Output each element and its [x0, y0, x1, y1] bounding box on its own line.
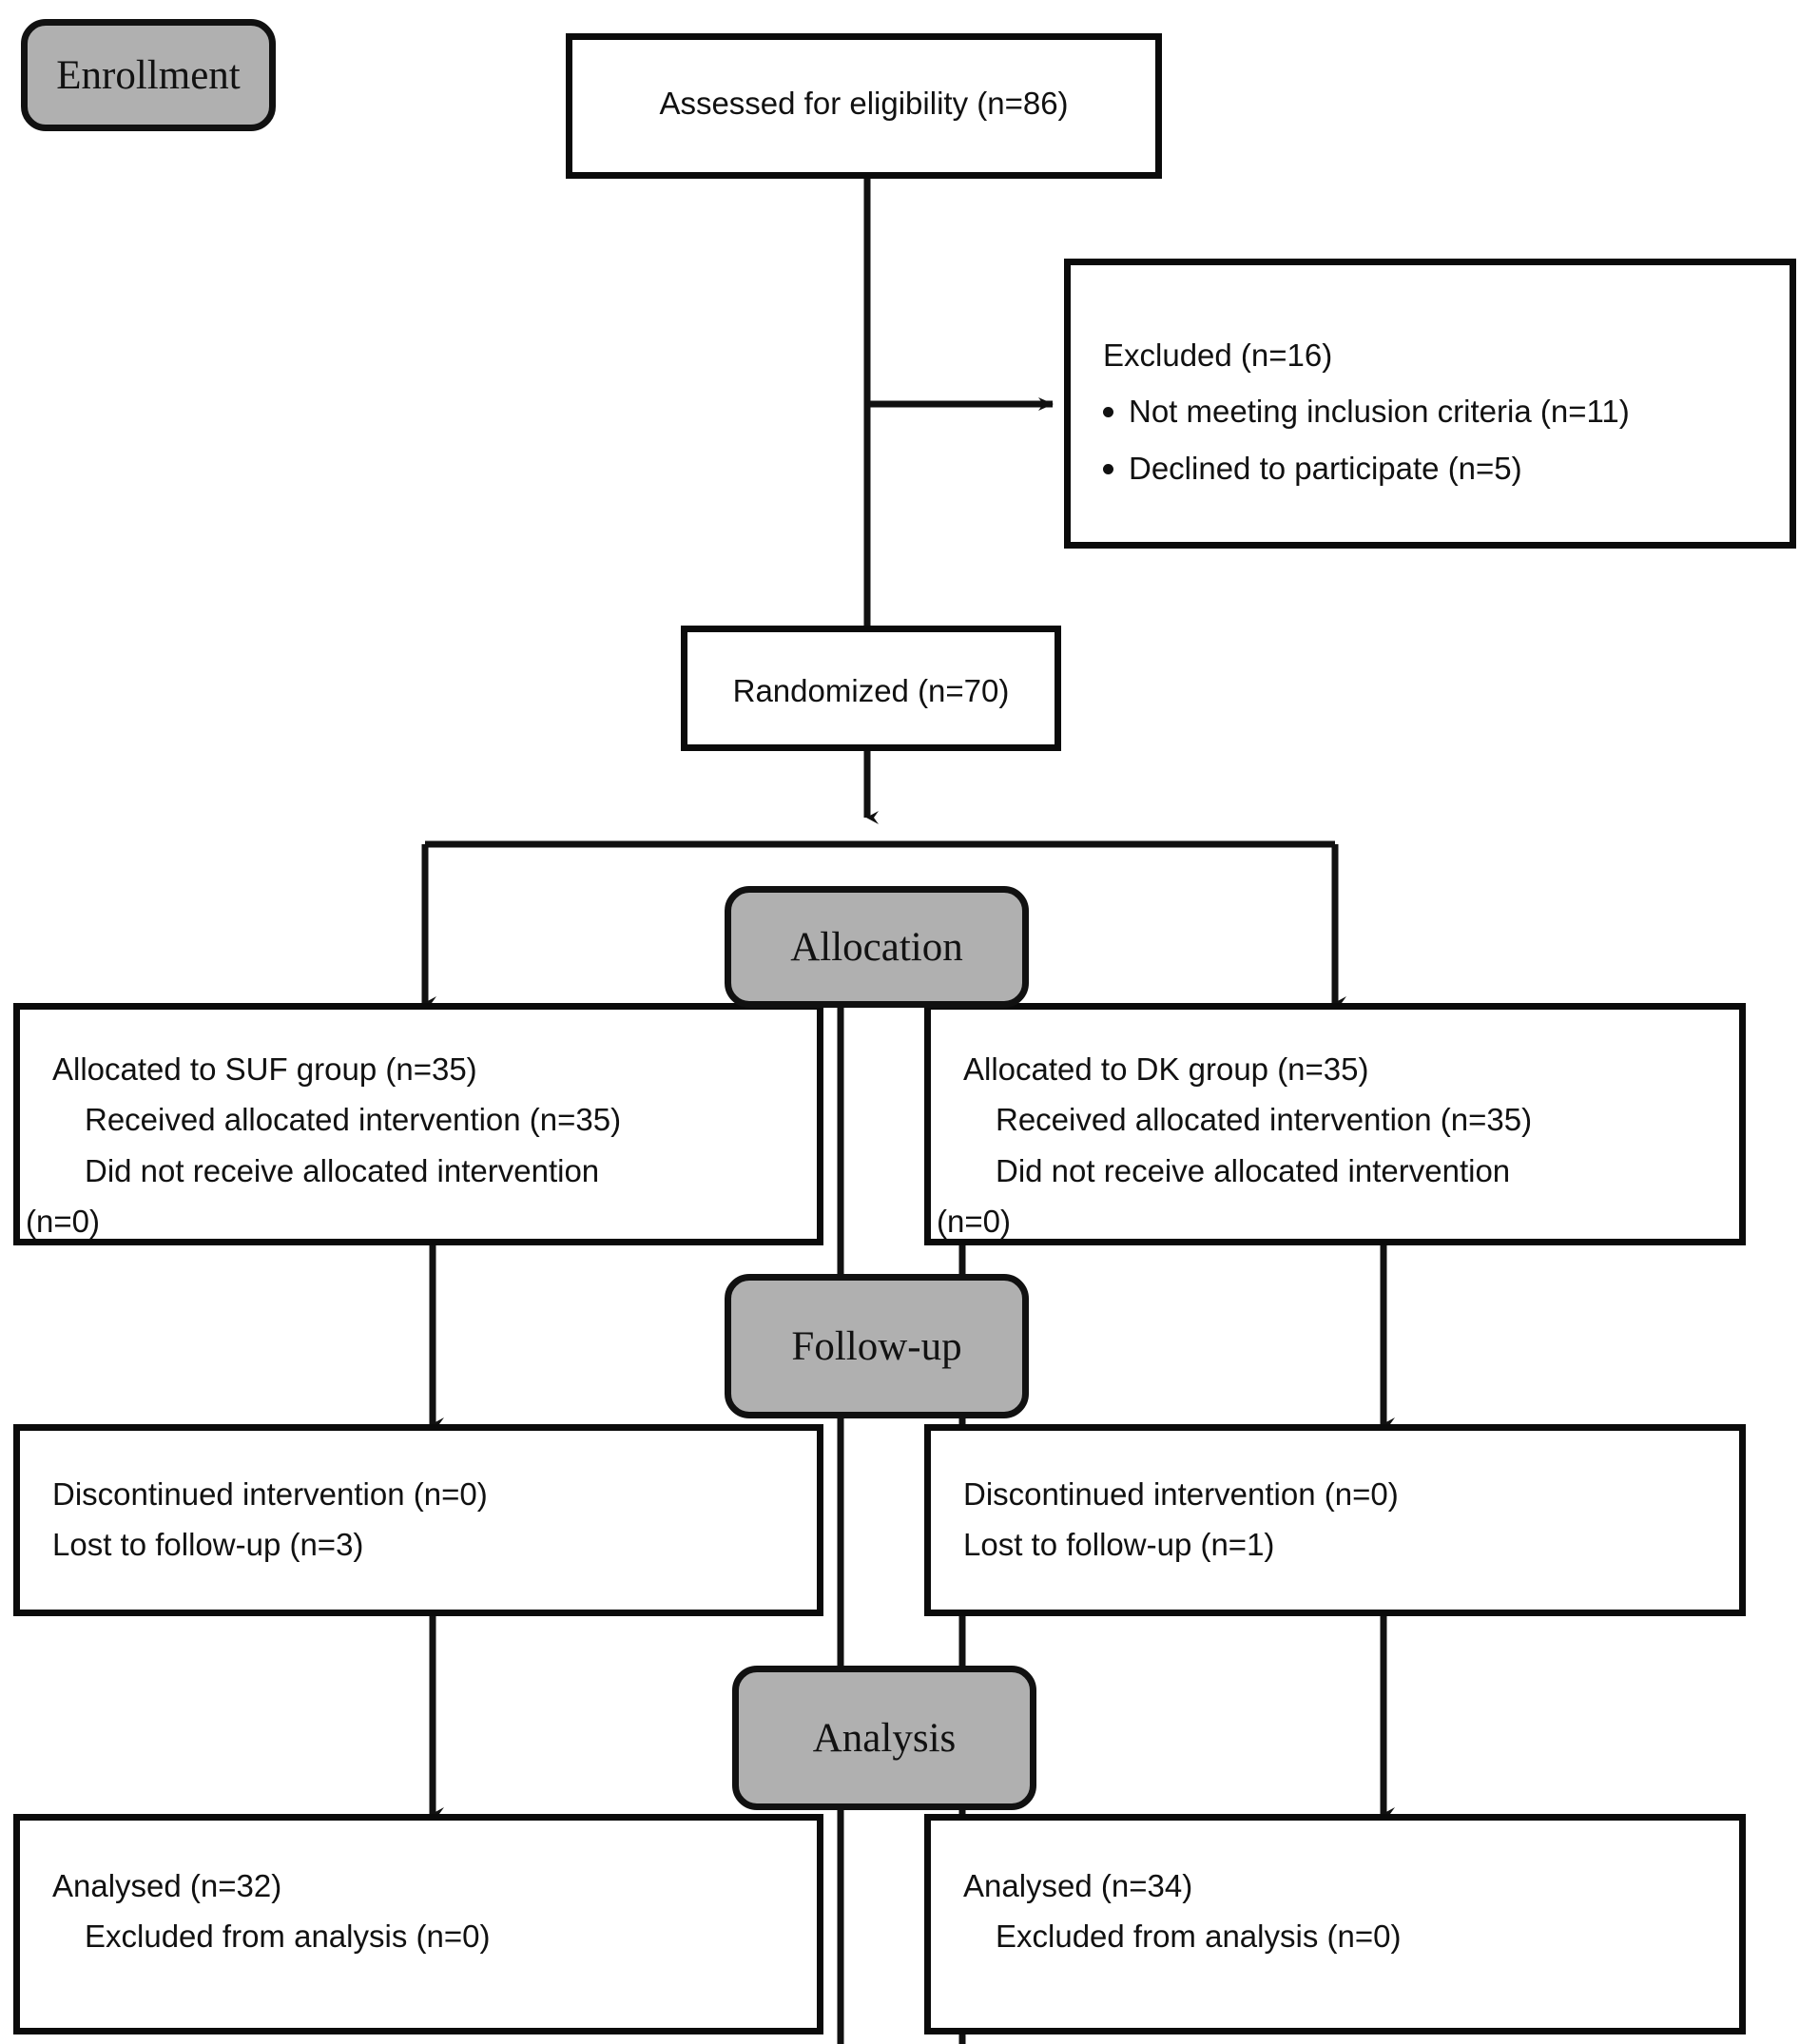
node-assessed-for-eligibility: Assessed for eligibility (n=86): [566, 33, 1162, 179]
analysis-right-line-1: Analysed (n=34): [963, 1868, 1193, 1903]
node-followup-suf: Discontinued intervention (n=0) Lost to …: [13, 1424, 823, 1616]
stage-pill-allocation: Allocation: [725, 886, 1029, 1008]
excluded-item-label: Not meeting inclusion criteria (n=11): [1129, 394, 1630, 430]
analysis-right-line-2: Excluded from analysis (n=0): [996, 1919, 1402, 1955]
node-allocated-suf: Allocated to SUF group (n=35) Received a…: [13, 1003, 823, 1245]
alloc-right-line-2: Received allocated intervention (n=35): [996, 1102, 1533, 1138]
followup-left-line-1: Discontinued intervention (n=0): [52, 1476, 488, 1512]
node-excluded: Excluded (n=16) Not meeting inclusion cr…: [1064, 259, 1796, 549]
stage-label-allocation: Allocation: [790, 924, 963, 970]
analysis-left-line-2: Excluded from analysis (n=0): [85, 1919, 491, 1955]
followup-right-line-1: Discontinued intervention (n=0): [963, 1476, 1399, 1512]
alloc-right-line-4: (n=0): [937, 1204, 1011, 1240]
stage-label-enrollment: Enrollment: [56, 52, 241, 98]
node-randomized: Randomized (n=70): [681, 626, 1061, 751]
bullet-icon: [1103, 407, 1113, 418]
followup-left-line-2: Lost to follow-up (n=3): [52, 1527, 364, 1563]
assessed-text: Assessed for eligibility (n=86): [659, 86, 1069, 121]
bullet-icon: [1103, 463, 1113, 474]
node-analysed-suf: Analysed (n=32) Excluded from analysis (…: [13, 1814, 823, 2034]
stage-label-analysis: Analysis: [812, 1715, 957, 1761]
analysis-left-line-1: Analysed (n=32): [52, 1868, 282, 1903]
excluded-item-label: Declined to participate (n=5): [1129, 450, 1522, 486]
followup-right-line-2: Lost to follow-up (n=1): [963, 1527, 1275, 1563]
alloc-right-line-3: Did not receive allocated intervention: [996, 1152, 1511, 1188]
alloc-left-line-4: (n=0): [26, 1204, 100, 1240]
node-followup-dk: Discontinued intervention (n=0) Lost to …: [924, 1424, 1746, 1616]
excluded-item: Not meeting inclusion criteria (n=11): [1103, 386, 1761, 436]
alloc-left-line-2: Received allocated intervention (n=35): [85, 1102, 622, 1138]
stage-pill-enrollment: Enrollment: [21, 19, 276, 131]
node-allocated-dk: Allocated to DK group (n=35) Received al…: [924, 1003, 1746, 1245]
excluded-heading: Excluded (n=16): [1103, 337, 1333, 373]
stage-pill-followup: Follow-up: [725, 1274, 1029, 1418]
alloc-left-line-3: Did not receive allocated intervention: [85, 1152, 600, 1188]
stage-label-followup: Follow-up: [791, 1323, 962, 1369]
excluded-item: Declined to participate (n=5): [1103, 443, 1761, 493]
alloc-left-line-1: Allocated to SUF group (n=35): [52, 1051, 477, 1087]
randomized-text: Randomized (n=70): [732, 673, 1010, 708]
stage-pill-analysis: Analysis: [732, 1666, 1036, 1810]
alloc-right-line-1: Allocated to DK group (n=35): [963, 1051, 1369, 1087]
node-analysed-dk: Analysed (n=34) Excluded from analysis (…: [924, 1814, 1746, 2034]
